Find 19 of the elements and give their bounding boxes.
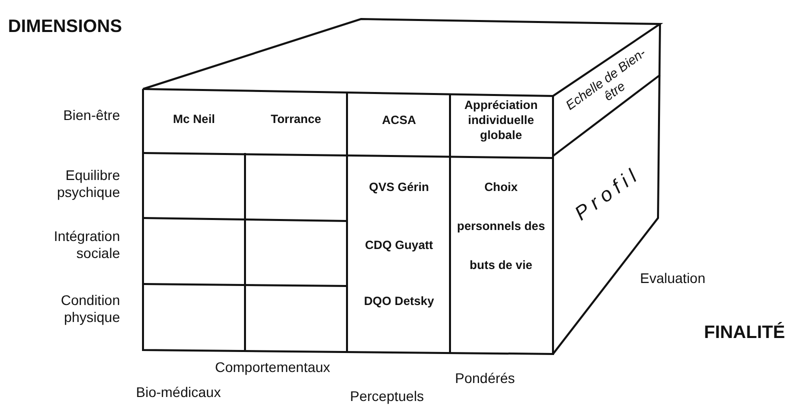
axis-label: Pondérés (455, 370, 516, 387)
row-label: Intégration sociale (52, 228, 120, 262)
axis-label: Evaluation (640, 270, 706, 287)
column-header: Appréciation individuelle globale (463, 98, 539, 143)
axis-title: FINALITÉ (703, 321, 785, 343)
cell-text: QVS Gérin (368, 180, 430, 195)
axis-label: Comportementaux (215, 359, 332, 376)
axis-title: DIMENSIONS (8, 15, 124, 37)
cell-text: DQO Detsky (362, 294, 436, 309)
cell-text: Choix personnels des buts de vie (456, 179, 546, 274)
row-label: Equilibre psychique (56, 167, 120, 201)
cell-text: CDQ Guyatt (364, 238, 434, 253)
row-label: Bien-être (62, 107, 120, 124)
axis-label: Perceptuels (350, 388, 425, 405)
column-header: Torrance (270, 112, 322, 127)
column-header: Mc Neil (172, 112, 216, 127)
axis-label: Bio-médicaux (136, 384, 222, 401)
row-label: Condition physique (60, 292, 120, 326)
column-header: ACSA (380, 113, 417, 128)
